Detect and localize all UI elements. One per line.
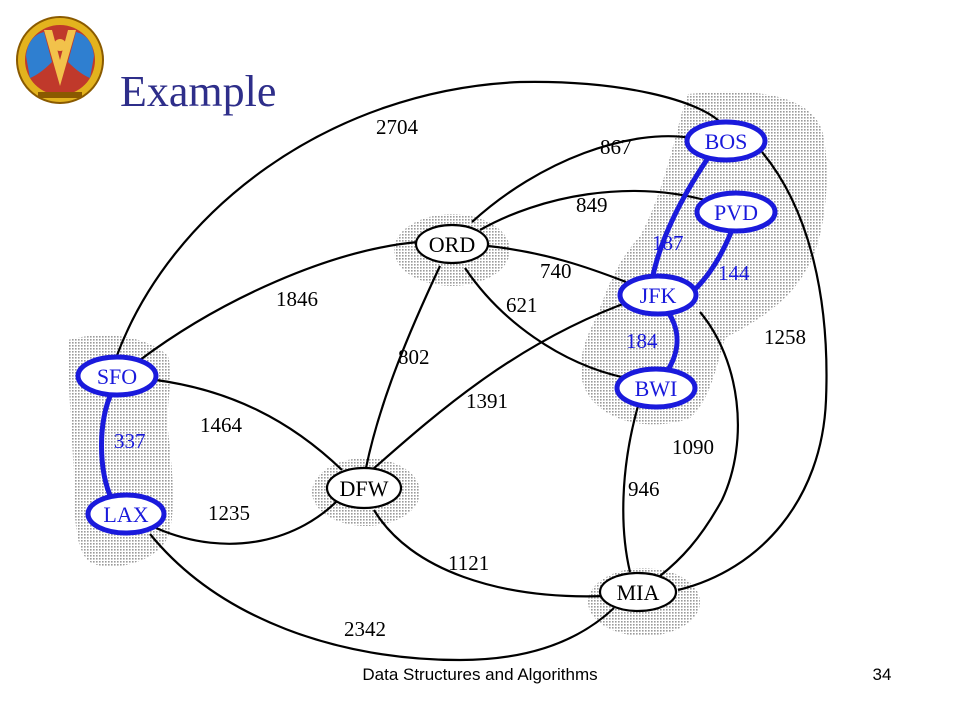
edge-jfk-mia bbox=[659, 311, 739, 577]
edge-sfo-bos bbox=[114, 80, 723, 359]
edge-weight-label: 621 bbox=[506, 293, 538, 317]
footer-text: Data Structures and Algorithms bbox=[362, 665, 597, 684]
mst-weight-label: 187 bbox=[652, 231, 684, 255]
node-lax: LAX bbox=[85, 492, 167, 536]
graph-edges bbox=[114, 80, 828, 662]
edge-weight-label: 740 bbox=[540, 259, 572, 283]
edge-lax-mia bbox=[149, 533, 615, 662]
edge-weight-labels: 2704 867 849 740 621 1846 802 187 144 18… bbox=[114, 115, 806, 641]
mst-edge-bos-jfk bbox=[649, 155, 711, 283]
edge-bos-mia bbox=[677, 151, 828, 592]
mst-edge-sfo-lax bbox=[99, 389, 115, 503]
edge-ord-pvd bbox=[479, 189, 713, 231]
slide-title: Example bbox=[120, 67, 276, 116]
node-mia: MIA bbox=[598, 571, 678, 613]
edge-weight-label: 1391 bbox=[466, 389, 508, 413]
edge-weight-label: 1464 bbox=[200, 413, 243, 437]
edge-sfo-ord bbox=[139, 240, 419, 361]
edge-weight-label: 2342 bbox=[344, 617, 386, 641]
node-label: BOS bbox=[705, 129, 748, 154]
node-label: LAX bbox=[103, 502, 148, 527]
graph-nodes: BOS PVD ORD JFK SFO BWI DFW LAX bbox=[75, 119, 778, 613]
edge-weight-label: 946 bbox=[628, 477, 660, 501]
mst-weight-label: 337 bbox=[114, 429, 146, 453]
node-pvd: PVD bbox=[694, 190, 778, 234]
node-sfo: SFO bbox=[75, 354, 159, 398]
node-jfk: JFK bbox=[617, 273, 699, 317]
node-ord: ORD bbox=[414, 223, 490, 265]
mst-weight-label: 184 bbox=[626, 329, 658, 353]
edge-weight-label: 1258 bbox=[764, 325, 806, 349]
edge-weight-label: 1235 bbox=[208, 501, 250, 525]
edge-dfw-mia bbox=[373, 509, 607, 598]
edge-weight-label: 849 bbox=[576, 193, 608, 217]
mst-edge-jfk-bwi bbox=[665, 309, 680, 373]
edge-ord-jfk bbox=[487, 244, 627, 284]
edge-lax-dfw bbox=[155, 497, 341, 545]
edge-dfw-jfk bbox=[371, 298, 635, 471]
node-label: DFW bbox=[340, 476, 389, 501]
node-label: MIA bbox=[617, 580, 660, 605]
mst-weight-label: 144 bbox=[718, 261, 750, 285]
edge-weight-label: 802 bbox=[398, 345, 430, 369]
edge-ord-bwi bbox=[464, 267, 627, 380]
edge-weight-label: 867 bbox=[600, 135, 632, 159]
node-label: PVD bbox=[714, 200, 758, 225]
node-label: SFO bbox=[97, 364, 137, 389]
node-bwi: BWI bbox=[614, 366, 698, 410]
node-dfw: DFW bbox=[325, 466, 403, 510]
east-cluster-shading bbox=[580, 91, 827, 425]
edge-sfo-dfw bbox=[155, 378, 343, 471]
edge-weight-label: 1846 bbox=[276, 287, 318, 311]
mst-edges bbox=[99, 155, 735, 503]
edge-ord-dfw bbox=[364, 265, 441, 469]
edge-weight-label: 2704 bbox=[376, 115, 419, 139]
node-bos: BOS bbox=[684, 119, 768, 163]
node-label: JFK bbox=[640, 283, 677, 308]
edge-weight-label: 1090 bbox=[672, 435, 714, 459]
node-label: BWI bbox=[635, 376, 678, 401]
page-number: 34 bbox=[873, 665, 892, 684]
edge-ord-bos bbox=[471, 135, 693, 223]
institute-seal-logo bbox=[16, 16, 104, 104]
edge-bwi-mia bbox=[622, 405, 640, 573]
node-label: ORD bbox=[429, 232, 475, 257]
edge-weight-label: 1121 bbox=[448, 551, 489, 575]
